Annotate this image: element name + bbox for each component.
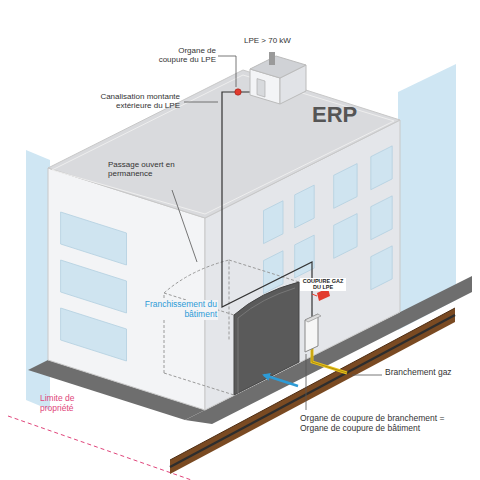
leader-line xyxy=(352,375,382,376)
window xyxy=(334,164,357,209)
callout-label: Canalisation montante extérieure du LPE xyxy=(84,92,180,110)
boiler-door xyxy=(257,79,265,97)
gas-branch-edge xyxy=(312,348,347,373)
boiler-room-roof xyxy=(250,56,306,78)
gas-cabinet-top xyxy=(305,314,321,322)
window xyxy=(295,235,315,278)
passage-outline xyxy=(164,373,234,395)
window xyxy=(371,196,392,240)
window xyxy=(61,260,127,313)
window xyxy=(264,251,284,294)
chimney xyxy=(269,52,275,65)
leader-line xyxy=(306,354,307,410)
lpe-shutoff-valve xyxy=(235,89,241,95)
leader-line xyxy=(172,190,197,262)
passage-arch xyxy=(234,282,299,395)
leader-line xyxy=(184,102,218,103)
leader-line xyxy=(218,56,236,87)
window xyxy=(295,185,315,228)
riser-pipe xyxy=(222,92,312,318)
passage-outline xyxy=(229,260,299,282)
arch-inner-edge xyxy=(238,288,295,393)
gas-branch xyxy=(312,348,347,373)
tag-string xyxy=(312,294,317,296)
window xyxy=(371,246,392,290)
tag-text: COUPURE GAZ DU LPE xyxy=(300,278,346,291)
callout-label: Organe de coupure de branchement = Organ… xyxy=(300,414,450,434)
window xyxy=(371,146,392,190)
roof-parapet xyxy=(52,75,394,214)
power-label: LPE > 70 kW xyxy=(244,36,291,45)
window xyxy=(61,212,127,265)
callout-label: Organe de coupure du LPE xyxy=(150,46,216,64)
building-name: ERP xyxy=(312,102,357,127)
crossing-arrow xyxy=(264,375,298,386)
property-limit-label: Limite de propriété xyxy=(40,394,102,414)
window xyxy=(334,214,357,259)
crossing-label: Franchissement du bâtiment xyxy=(140,300,218,320)
window xyxy=(61,308,127,361)
callout-label: Passage ouvert en permanence xyxy=(108,160,198,178)
callout-label: Branchement gaz xyxy=(385,368,452,378)
window-group xyxy=(61,146,393,361)
window xyxy=(264,201,284,244)
